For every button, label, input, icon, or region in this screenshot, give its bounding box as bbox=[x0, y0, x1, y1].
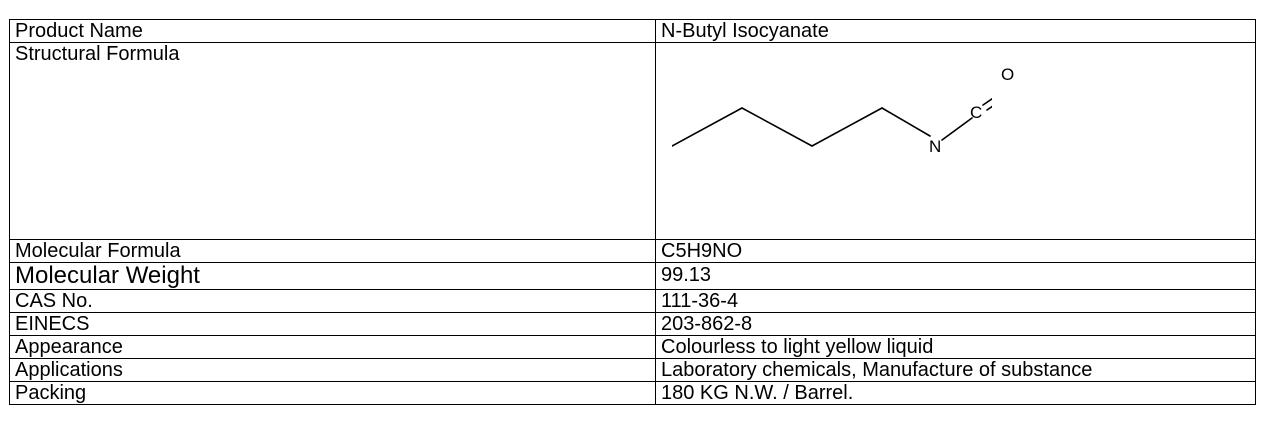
value-einecs: 203-862-8 bbox=[655, 312, 1256, 336]
row-structural-formula: Structural Formula N C bbox=[9, 42, 1256, 240]
structural-formula-diagram: N C bbox=[672, 97, 992, 156]
row-einecs: EINECS 203-862-8 bbox=[9, 312, 1256, 336]
row-molecular-weight: Molecular Weight 99.13 bbox=[9, 262, 1256, 290]
structural-formula-oxygen: O bbox=[1001, 65, 1014, 84]
value-appearance: Colourless to light yellow liquid bbox=[655, 335, 1256, 359]
label-applications: Applications bbox=[9, 358, 656, 382]
label-product-name: Product Name bbox=[9, 19, 656, 43]
value-molecular-weight: 99.13 bbox=[655, 262, 1256, 290]
row-molecular-formula: Molecular Formula C5H9NO bbox=[9, 239, 1256, 263]
atom-o-label: O bbox=[1001, 65, 1014, 84]
bond-c-o-1 bbox=[982, 97, 992, 106]
label-packing: Packing bbox=[9, 381, 656, 405]
bond-n-c bbox=[941, 117, 973, 141]
label-appearance: Appearance bbox=[9, 335, 656, 359]
label-molecular-weight: Molecular Weight bbox=[9, 262, 656, 290]
row-packing: Packing 180 KG N.W. / Barrel. bbox=[9, 381, 1256, 405]
label-structural-formula: Structural Formula bbox=[9, 42, 656, 240]
bond-c1-c2 bbox=[672, 107, 743, 147]
label-molecular-formula: Molecular Formula bbox=[9, 239, 656, 263]
bond-c3-c4 bbox=[811, 107, 883, 147]
row-applications: Applications Laboratory chemicals, Manuf… bbox=[9, 358, 1256, 382]
product-spec-table: Product Name N-Butyl Isocyanate Structur… bbox=[9, 19, 1256, 405]
bond-c2-c3 bbox=[741, 107, 813, 147]
row-product-name: Product Name N-Butyl Isocyanate bbox=[9, 19, 1256, 43]
atom-c-label: C bbox=[970, 103, 982, 122]
label-einecs: EINECS bbox=[9, 312, 656, 336]
value-applications: Laboratory chemicals, Manufacture of sub… bbox=[655, 358, 1256, 382]
structural-formula-cell: N C O bbox=[655, 42, 1256, 240]
row-appearance: Appearance Colourless to light yellow li… bbox=[9, 335, 1256, 359]
value-molecular-formula: C5H9NO bbox=[655, 239, 1256, 263]
row-cas-no: CAS No. 111-36-4 bbox=[9, 289, 1256, 313]
bond-c4-n bbox=[881, 107, 931, 137]
value-packing: 180 KG N.W. / Barrel. bbox=[655, 381, 1256, 405]
value-cas-no: 111-36-4 bbox=[655, 289, 1256, 313]
label-cas-no: CAS No. bbox=[9, 289, 656, 313]
value-product-name: N-Butyl Isocyanate bbox=[655, 19, 1256, 43]
atom-n-label: N bbox=[929, 137, 941, 156]
